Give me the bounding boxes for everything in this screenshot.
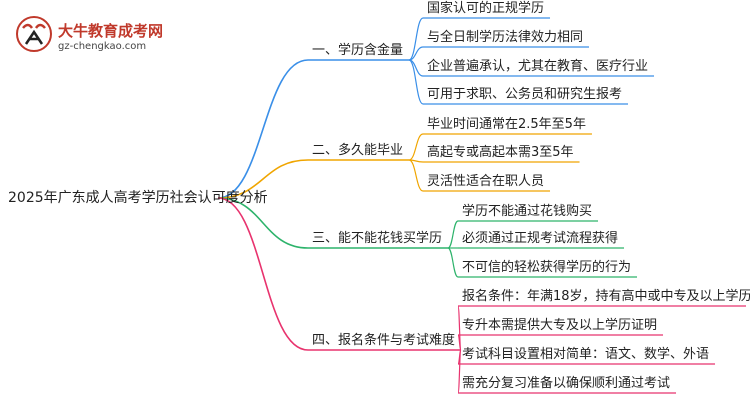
leaf-topic: 与全日制学历法律效力相同 xyxy=(427,30,584,45)
root-branch-link-2 xyxy=(217,159,309,199)
leaf-topic: 专升本需提供大专及以上学历证明 xyxy=(462,318,658,333)
root-branch-link-4 xyxy=(217,197,309,351)
leaf-topic: 报名条件：年满18岁，持有高中或中专及以上学历 xyxy=(462,289,750,304)
leaf-topic: 学历不能通过花钱购买 xyxy=(462,204,593,219)
leaf-topic: 考试科目设置相对简单：语文、数学、外语 xyxy=(462,347,710,362)
leaf-topic: 国家认可的正规学历 xyxy=(427,1,545,16)
leaf-topic: 必须通过正规考试流程获得 xyxy=(462,231,619,246)
branch-leaf-link xyxy=(408,133,424,161)
root-branch-link-1 xyxy=(217,59,309,199)
bull-logo-icon xyxy=(16,16,52,52)
leaf-topic: 需充分复习准备以确保顺利通过考试 xyxy=(462,376,671,391)
leaf-topic: 可用于求职、公务员和研究生报考 xyxy=(427,87,623,102)
leaf-topic: 高起专或高起本需3至5年 xyxy=(427,145,574,160)
branch-leaf-link xyxy=(457,349,462,394)
site-url: gz-chengkao.com xyxy=(58,41,147,52)
site-logo: 大牛教育成考网 gz-chengkao.com xyxy=(14,14,174,54)
leaf-topic: 毕业时间通常在2.5年至5年 xyxy=(427,117,586,132)
branch-topic-3: 三、能不能花钱买学历 xyxy=(312,231,443,246)
branch-leaf-link xyxy=(408,159,424,192)
leaf-topic: 灵活性适合在职人员 xyxy=(427,174,545,189)
branch-leaf-link xyxy=(447,247,459,278)
site-name: 大牛教育成考网 xyxy=(58,22,164,40)
root-branch-link-3 xyxy=(217,197,309,249)
branch-topic-2: 二、多久能毕业 xyxy=(312,143,404,158)
root-topic: 2025年广东成人高考学历社会认可度分析 xyxy=(8,190,268,206)
leaf-topic: 企业普遍承认，尤其在教育、医疗行业 xyxy=(427,59,649,74)
branch-topic-1: 一、学历含金量 xyxy=(312,43,404,58)
branch-leaf-link xyxy=(408,46,424,61)
branch-leaf-link xyxy=(447,220,459,249)
branch-leaf-link xyxy=(408,59,424,105)
branch-topic-4: 四、报名条件与考试难度 xyxy=(312,333,456,348)
branch-leaf-link xyxy=(408,17,424,61)
leaf-topic: 不可信的轻松获得学历的行为 xyxy=(462,260,632,275)
